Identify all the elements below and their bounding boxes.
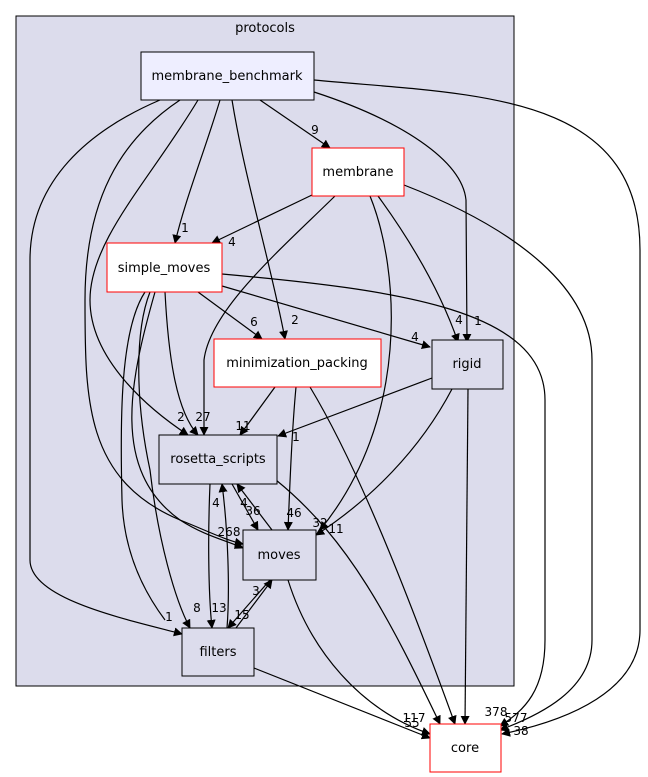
edge-rs-filters: [206, 483, 216, 629]
edge-label: 4: [411, 330, 419, 344]
edge-label: 9: [311, 123, 319, 137]
edge-label: 378: [485, 705, 508, 719]
edge-label: 11: [328, 522, 343, 536]
edge-sm-core: [221, 273, 546, 727]
edge-label: 15: [234, 608, 249, 622]
node-membrane[interactable]: membrane: [311, 147, 405, 197]
edge-label: 27: [195, 410, 210, 424]
edge-rs-moves: [231, 483, 259, 531]
node-filters[interactable]: filters: [181, 627, 255, 677]
edge-membrane-simple-moves: [211, 194, 313, 244]
node-label: simple_moves: [118, 261, 211, 276]
edge-mb-moves: [84, 99, 244, 547]
edge-moves-rs: [236, 483, 273, 531]
edge-membrane-rigid: [377, 195, 460, 343]
edge-label: 1: [165, 610, 173, 624]
edge-rs-core: [275, 479, 441, 725]
edge-sm-left: [120, 291, 166, 621]
edge-mb-core: [313, 79, 641, 737]
edge-label: 1: [292, 430, 300, 444]
edge-label: 117: [403, 711, 426, 725]
edge-rigid-moves: [315, 388, 453, 536]
edge-label: 1: [474, 314, 482, 328]
edge-mb-simple-moves: [172, 99, 221, 244]
edge-mb-rigid: [313, 91, 472, 343]
edge-label: 4: [455, 313, 463, 327]
edge-filters-moves: [235, 579, 273, 629]
edge-label: 13: [211, 601, 226, 615]
edge-mb-membrane: [259, 99, 331, 149]
edge-mb-rosetta-scripts: [89, 99, 199, 436]
edge-sm-rosetta-scripts: [164, 291, 199, 436]
node-rigid[interactable]: rigid: [431, 339, 504, 390]
edge-sm-filters: [138, 291, 191, 629]
edge-sm-rigid: [221, 285, 431, 350]
node-label: filters: [199, 645, 236, 660]
edge-rigid-core: [460, 388, 470, 725]
edge-label: 4: [228, 235, 236, 249]
node-label: moves: [257, 548, 300, 563]
edge-label: 1: [181, 221, 189, 235]
node-core[interactable]: core: [429, 723, 502, 773]
edge-mb-minimization-packing: [231, 99, 288, 340]
edge-label: 4: [212, 496, 220, 510]
edge-label: 36: [245, 504, 260, 518]
edge-sm-minimization-packing: [197, 291, 263, 340]
edge-mp-rosetta-scripts: [239, 386, 276, 436]
node-label: rosetta_scripts: [170, 452, 266, 467]
edge-moves-core: [287, 579, 431, 736]
edge-label: 55: [404, 716, 419, 730]
node-membrane-benchmark[interactable]: membrane_benchmark: [140, 51, 315, 101]
edge-filters-rs: [218, 483, 229, 629]
edge-label: 2: [177, 410, 185, 424]
edge-label: 46: [286, 506, 301, 520]
edge-label: 8: [193, 601, 201, 615]
edge-moves-filters: [227, 579, 271, 629]
edge-label: 268: [218, 525, 241, 539]
node-moves[interactable]: moves: [242, 529, 317, 581]
node-rosetta-scripts[interactable]: rosetta_scripts: [158, 434, 278, 485]
node-minimization-packing[interactable]: minimization_packing: [213, 338, 382, 388]
node-label: rigid: [452, 357, 481, 372]
node-label: minimization_packing: [226, 356, 368, 371]
node-label: membrane_benchmark: [151, 69, 302, 84]
edge-label: 11: [235, 419, 250, 433]
edge-label: 4: [240, 496, 248, 510]
edge-label: 2: [291, 313, 299, 327]
node-label: core: [451, 741, 479, 756]
edges: [29, 79, 641, 740]
cluster-label: protocols: [235, 21, 295, 36]
edge-mp-core: [309, 386, 457, 725]
edge-mb-filters: [29, 99, 183, 637]
edge-rigid-rosetta-scripts: [277, 377, 433, 438]
edge-label: 3: [252, 584, 260, 598]
node-label: membrane: [322, 165, 393, 180]
edge-membrane-core: [403, 184, 593, 732]
edge-membrane-moves: [319, 195, 392, 531]
edge-membrane-rosetta-scripts: [199, 195, 336, 436]
edge-mp-moves: [283, 386, 297, 531]
node-simple-moves[interactable]: simple_moves: [106, 242, 223, 293]
edge-label: 577: [505, 711, 528, 725]
edge-label: 6: [250, 315, 258, 329]
edge-label: 32: [312, 516, 327, 530]
edge-label: 38: [513, 724, 528, 738]
edge-filters-core: [253, 667, 431, 740]
